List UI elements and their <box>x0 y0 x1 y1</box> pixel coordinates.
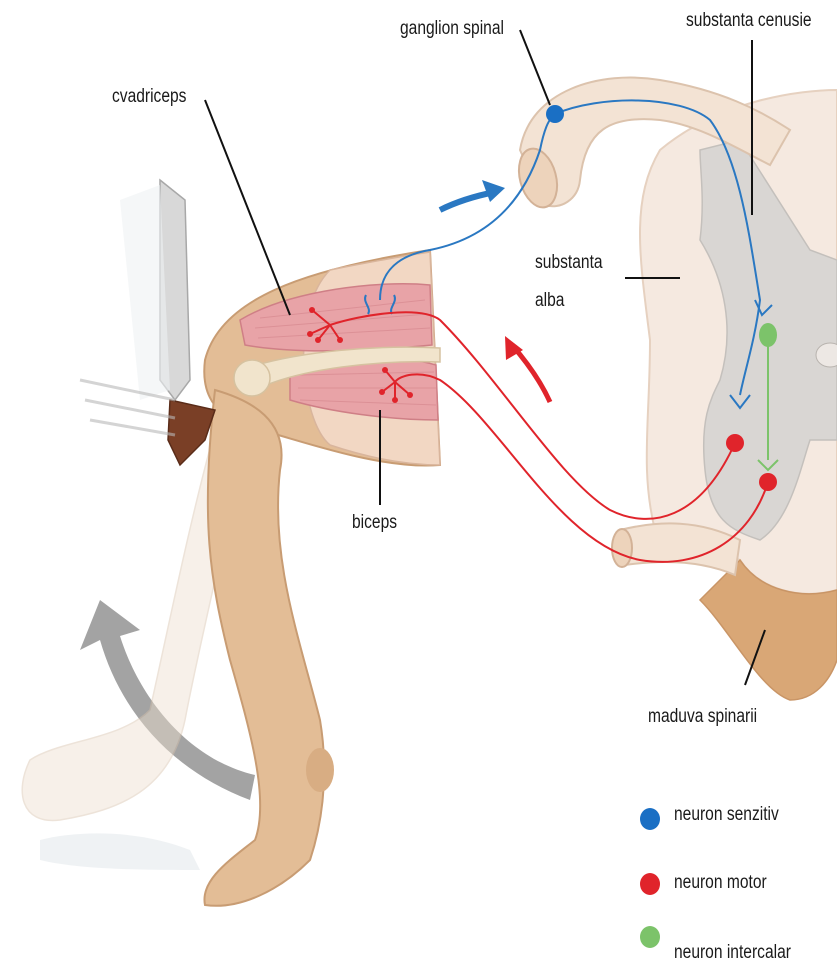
legend-label-sensory: neuron senzitiv <box>674 804 779 826</box>
motor-direction-arrow <box>512 345 550 402</box>
sensory-direction-arrow <box>440 192 495 210</box>
lower-leg <box>204 390 324 906</box>
motor-cell-body-2 <box>759 473 777 491</box>
leader-ganglion <box>520 30 550 105</box>
spinal-cord <box>640 90 837 700</box>
sensory-cell-body <box>546 105 564 123</box>
gray-matter-label: substanta cenusie <box>686 10 812 32</box>
quadriceps-label: cvadriceps <box>112 86 186 108</box>
legend-label-interneuron: neuron intercalar <box>674 942 791 964</box>
legend-dot-motor <box>640 873 660 895</box>
legend-label-motor: neuron motor <box>674 872 767 894</box>
leader-quadriceps <box>205 100 290 315</box>
interneuron-cell-body <box>759 323 777 347</box>
spinal-cord-label: maduva spinarii <box>648 706 757 728</box>
reflex-hammer <box>80 180 215 465</box>
ventral-root <box>612 523 740 575</box>
legend-dot-sensory <box>640 808 660 830</box>
white-matter-label-line1: substanta <box>535 252 603 274</box>
motor-cell-body-1 <box>726 434 744 452</box>
biceps-label: biceps <box>352 512 397 534</box>
legend-dot-interneuron <box>640 926 660 948</box>
white-matter-label-line2: alba <box>535 290 564 312</box>
ganglion-label: ganglion spinal <box>400 18 504 40</box>
